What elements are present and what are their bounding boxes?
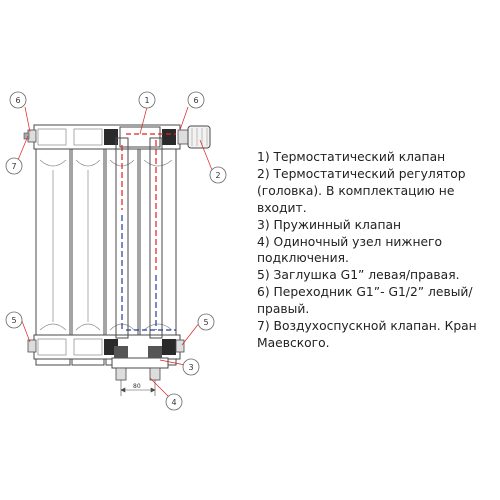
callout-5-right: 5 [197, 313, 215, 331]
legend-item-2: 2) Термостатический регулятор (головка).… [257, 166, 466, 215]
callout-5-right-label: 5 [204, 318, 209, 327]
callout-5-left-label: 5 [12, 316, 17, 325]
callout-6-right: 6 [187, 91, 205, 109]
section-fins [39, 159, 173, 331]
thermostatic-head [177, 125, 211, 149]
callout-6-right-label: 6 [194, 96, 199, 105]
callout-1-label: 1 [145, 96, 150, 105]
callout-7-label: 7 [12, 162, 17, 171]
callout-3-label: 3 [189, 363, 194, 372]
callout-5-left: 5 [5, 311, 23, 329]
flow-lines [121, 133, 176, 331]
bottom-connection-unit [111, 339, 185, 381]
internal-tubes [115, 137, 163, 339]
callout-6-left: 6 [9, 91, 27, 109]
legend-list: 1) Термостатический клапан 2) Термостати… [257, 149, 493, 352]
callout-1: 1 [138, 91, 156, 109]
legend-item-7: 7) Воздухоспускной клапан. Кран Маевског… [257, 319, 477, 350]
callout-7: 7 [5, 157, 23, 175]
legend-item-3: 3) Пружинный клапан [257, 217, 402, 232]
legend-item-5: 5) Заглушка G1” левая/правая. [257, 268, 460, 283]
top-manifold [33, 124, 181, 150]
callout-6-left-label: 6 [16, 96, 21, 105]
callout-2: 2 [209, 166, 227, 184]
legend-item-1: 1) Термостатический клапан [257, 150, 446, 164]
left-plug-bottom [27, 339, 37, 353]
legend-item-6: 6) Переходник G1”- G1/2” левый/ правый. [257, 285, 473, 317]
callout-leaders [17, 106, 213, 399]
callout-3: 3 [182, 358, 200, 376]
callout-4: 4 [165, 393, 183, 411]
dimension-80 [120, 380, 156, 396]
radiator-body [35, 124, 177, 366]
callout-2-label: 2 [216, 171, 221, 180]
legend-item-4: 4) Одиночный узел нижнего подключения. [257, 234, 443, 266]
callout-4-label: 4 [172, 398, 177, 407]
dimension-label: 80 [133, 383, 141, 390]
